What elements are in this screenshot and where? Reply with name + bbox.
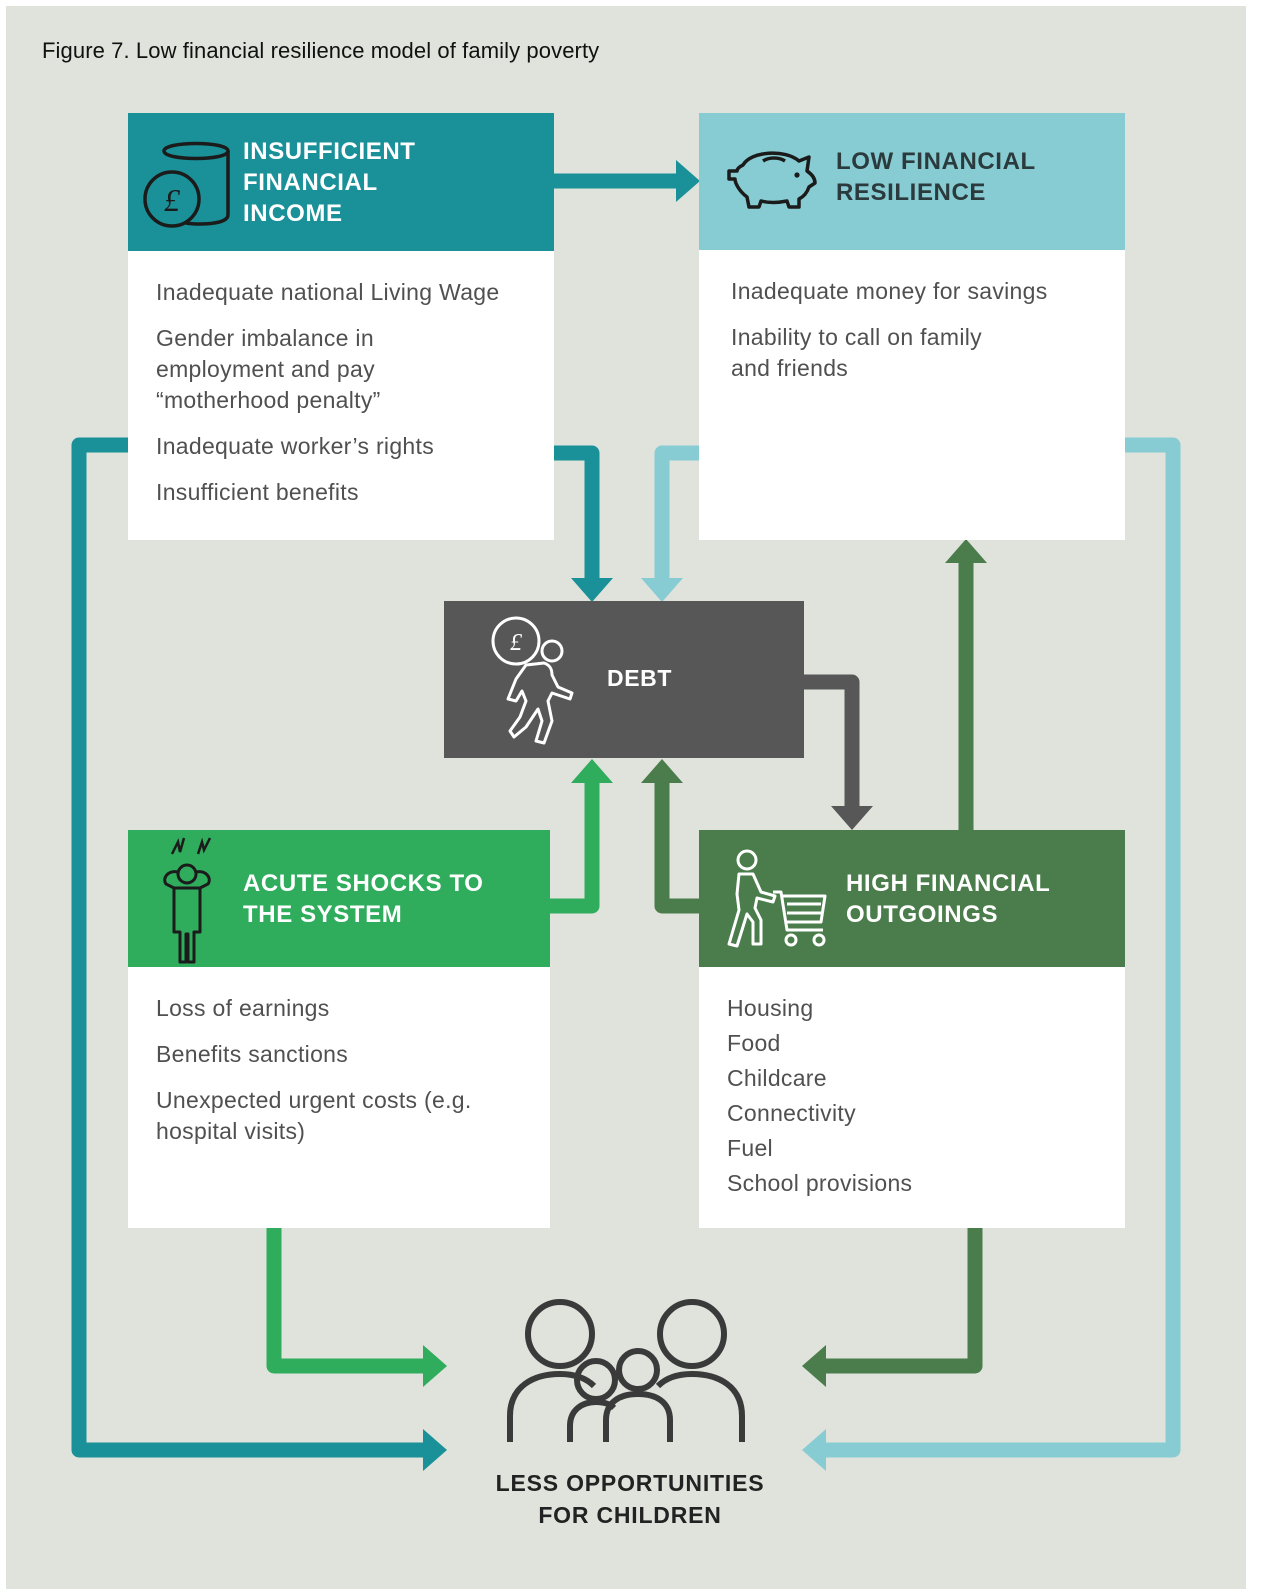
figure-title: Figure 7. Low financial resilience model… [42, 38, 600, 63]
box-low-financial-resilience: LOW FINANCIAL RESILIENCE Inadequate mone… [699, 113, 1125, 540]
arrow-debt-to-outgoings [804, 674, 860, 806]
arrowhead [423, 1345, 447, 1387]
list-item: Insufficient benefits [156, 479, 359, 505]
box-title: ACUTE SHOCKS TO THE SYSTEM [243, 870, 484, 928]
arrowhead [423, 1429, 447, 1471]
list-item: Unexpected urgent costs (e.g. hospital v… [156, 1087, 472, 1144]
arrow-outgoings-to-debt [654, 783, 699, 914]
arrow-shocks-to-debt [550, 783, 600, 914]
arrow-income-to-debt [554, 445, 600, 578]
arrow-outgoings-to-outcome [826, 1228, 983, 1374]
arrowhead [641, 578, 683, 602]
list-item: Inability to call on family and friends [731, 324, 982, 381]
box-high-financial-outgoings: HIGH FINANCIAL OUTGOINGS Housing Food Ch… [699, 830, 1125, 1228]
arrowhead [802, 1429, 826, 1471]
list-item: Loss of earnings [156, 995, 330, 1021]
list-item: Inadequate worker’s rights [156, 433, 434, 459]
list-item: Benefits sanctions [156, 1041, 349, 1067]
arrowhead [571, 578, 613, 602]
svg-text:£: £ [164, 182, 181, 218]
box-header: ACUTE SHOCKS TO THE SYSTEM [128, 830, 550, 967]
arrow-income-to-outcome [71, 437, 423, 1458]
list-item: Childcare [727, 1065, 827, 1091]
box-body: Housing Food Childcare Connectivity Fuel… [699, 967, 1125, 1228]
box-body: Loss of earnings Benefits sanctions Unex… [128, 967, 550, 1228]
arrow-resilience-to-outcome [826, 437, 1181, 1458]
svg-text:£: £ [510, 630, 523, 656]
box-insufficient-financial-income: £ INSUFFICIENT FINANCIAL INCOME Inadequa… [128, 113, 554, 540]
list-item: Inadequate money for savings [731, 278, 1048, 304]
person-with-shopping-trolley-icon [727, 849, 827, 948]
box-title: DEBT [607, 665, 673, 691]
arrowhead [945, 539, 987, 563]
box-body: Inadequate money for savings Inability t… [699, 250, 1125, 540]
coins-pound-icon: £ [143, 141, 230, 228]
list-item: Housing [727, 995, 814, 1021]
list-item: School provisions [727, 1170, 913, 1196]
box-title: INSUFFICIENT FINANCIAL INCOME [243, 138, 416, 227]
arrow-resilience-to-debt [654, 445, 699, 578]
box-body: Inadequate national Living Wage Gender i… [128, 251, 554, 540]
box-header: £ INSUFFICIENT FINANCIAL INCOME [128, 113, 554, 251]
arrowhead [831, 806, 873, 830]
box-header: LOW FINANCIAL RESILIENCE [699, 113, 1125, 250]
box-title: HIGH FINANCIAL OUTGOINGS [846, 870, 1051, 928]
arrowhead [676, 160, 700, 202]
list-item: Fuel [727, 1135, 773, 1161]
list-item: Connectivity [727, 1100, 856, 1126]
outcome-label: LESS OPPORTUNITIES FOR CHILDREN [495, 1470, 765, 1528]
list-item: Food [727, 1030, 781, 1056]
box-debt: £ DEBT [444, 601, 804, 758]
box-header: HIGH FINANCIAL OUTGOINGS [699, 830, 1125, 967]
arrowhead [641, 759, 683, 783]
list-item: Gender imbalance in employment and pay “… [156, 325, 381, 413]
box-title: LOW FINANCIAL RESILIENCE [836, 148, 1036, 206]
arrowhead [802, 1345, 826, 1387]
box-acute-shocks: ACUTE SHOCKS TO THE SYSTEM Loss of earni… [128, 830, 550, 1228]
stressed-person-icon [163, 837, 212, 964]
arrowhead [571, 759, 613, 783]
arrow-shocks-to-outcome [266, 1228, 423, 1374]
piggy-bank-icon [727, 151, 817, 209]
person-carrying-pound-icon: £ [491, 616, 574, 745]
list-item: Inadequate national Living Wage [156, 279, 500, 305]
family-group-icon [507, 1299, 745, 1442]
